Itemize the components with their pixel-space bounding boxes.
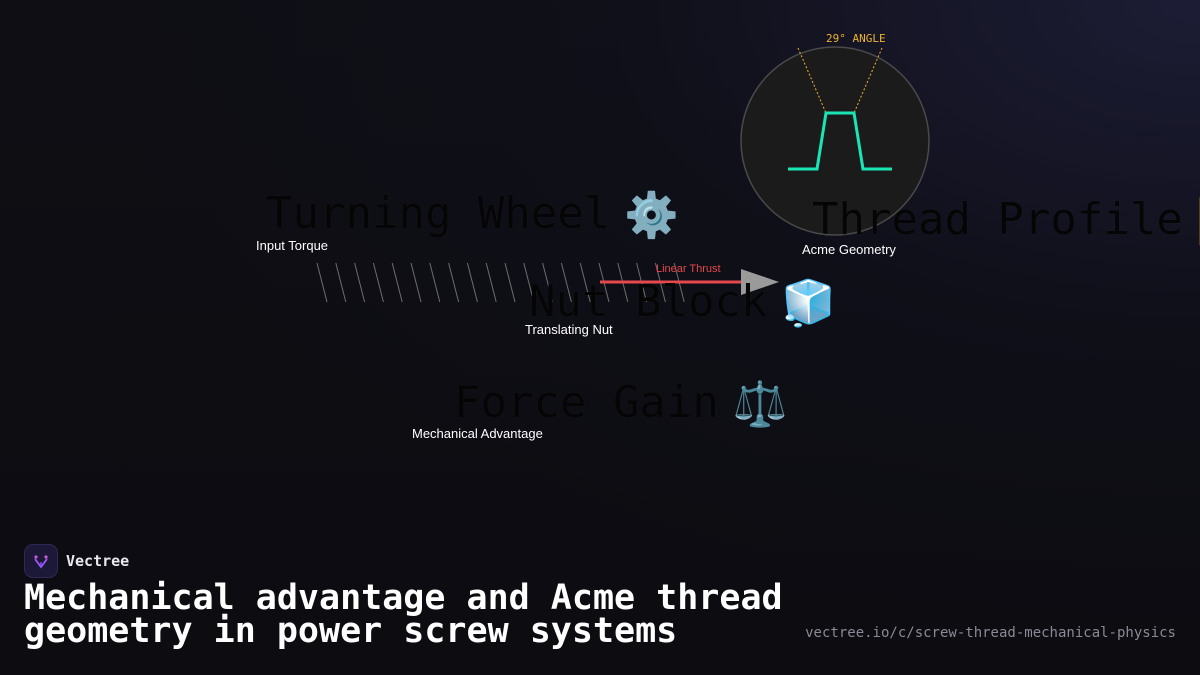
node-force-gain-title: Force Gain: [454, 377, 719, 428]
thread-line: [354, 262, 366, 303]
acme-thread-profile: [788, 111, 892, 171]
thread-line: [504, 262, 516, 303]
brand: Vectree: [24, 544, 129, 578]
thread-line: [429, 262, 441, 303]
node-turning-wheel: Turning Wheel ⚙️: [266, 188, 679, 241]
node-nut-block: Nut Block 🧊: [529, 276, 836, 329]
node-turning-wheel-title: Turning Wheel: [266, 188, 611, 239]
page-title: Mechanical advantage and Acme thread geo…: [24, 578, 783, 651]
node-thread-profile-subtitle: Acme Geometry: [802, 242, 896, 257]
thread-line: [523, 262, 535, 303]
node-nut-block-subtitle: Translating Nut: [525, 322, 613, 337]
node-turning-wheel-subtitle: Input Torque: [256, 238, 329, 253]
brand-name: Vectree: [66, 552, 130, 570]
vectree-logo-icon: [24, 544, 58, 578]
thread-line: [335, 262, 347, 303]
thread-line: [560, 262, 572, 303]
thread-line: [372, 262, 384, 303]
linear-thrust-label: Linear Thrust: [656, 263, 721, 275]
thread-line: [410, 262, 422, 303]
screw-thread-lines: [316, 262, 685, 303]
node-nut-block-title: Nut Block: [529, 276, 768, 327]
gear-icon: ⚙️: [624, 190, 680, 241]
thread-angle-label: 29° ANGLE: [826, 32, 886, 45]
triangle-ruler-icon: 📐: [1197, 196, 1200, 247]
thread-line: [485, 262, 497, 303]
thread-line: [466, 262, 478, 303]
thrust-arrow-head: [741, 269, 779, 295]
node-force-gain-subtitle: Mechanical Advantage: [412, 426, 543, 441]
thread-line: [448, 262, 460, 303]
thread-line: [579, 262, 591, 303]
node-force-gain: Force Gain ⚖️: [454, 377, 788, 430]
cube-icon: 🧊: [781, 278, 837, 329]
thread-profile-circle: [740, 46, 930, 236]
balance-scale-icon: ⚖️: [732, 379, 788, 430]
node-thread-profile-title: Thread Profile: [812, 194, 1183, 245]
source-url: vectree.io/c/screw-thread-mechanical-phy…: [805, 625, 1176, 641]
node-thread-profile: Thread Profile 📐: [812, 194, 1200, 247]
thread-line: [316, 262, 328, 303]
thread-line: [391, 262, 403, 303]
thread-line: [542, 262, 554, 303]
